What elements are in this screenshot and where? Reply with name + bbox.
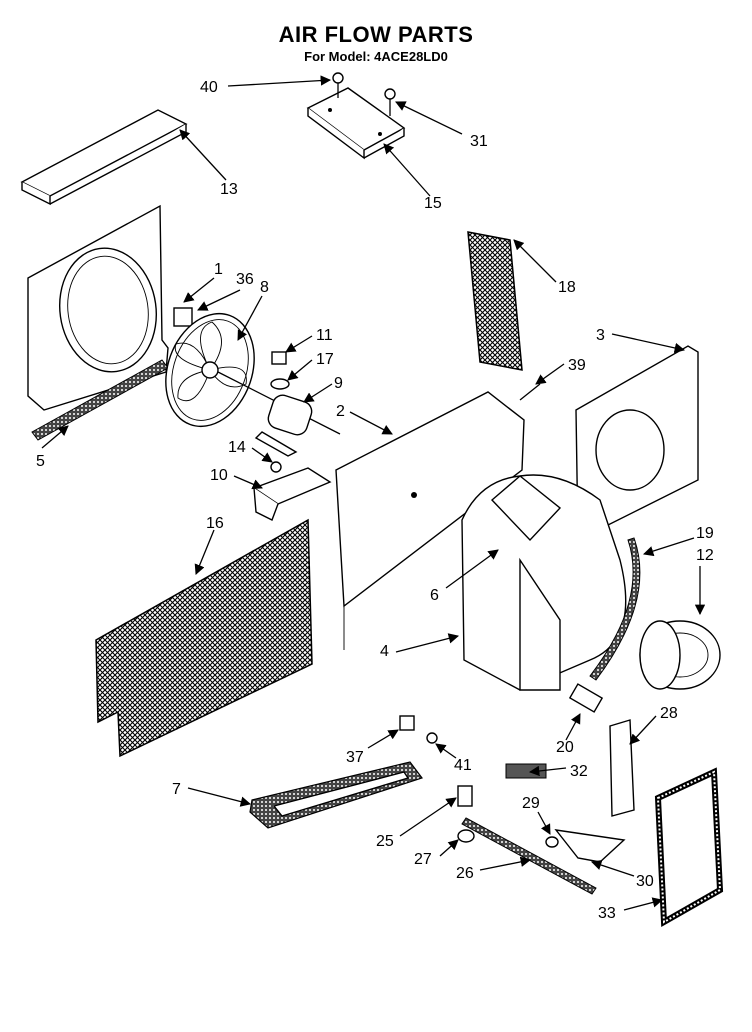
nut-part-11 — [271, 351, 287, 365]
air-filter-part-16 — [95, 518, 313, 758]
switch-part-1 — [173, 307, 193, 327]
callout-9: 9 — [334, 375, 343, 392]
callout-8: 8 — [260, 279, 269, 296]
callout-28: 28 — [660, 705, 678, 722]
callout-7: 7 — [172, 781, 181, 798]
callout-11: 11 — [316, 327, 333, 344]
callout-31: 31 — [470, 133, 488, 150]
callout-39: 39 — [568, 357, 586, 374]
callout-13: 13 — [220, 181, 238, 198]
callout-6: 6 — [430, 587, 439, 604]
callout-36: 36 — [236, 271, 254, 288]
blower-wheel-part-12 — [639, 620, 721, 690]
seal-part-19 — [589, 537, 641, 681]
callout-10: 10 — [210, 467, 228, 484]
callout-33: 33 — [598, 905, 616, 922]
callout-12: 12 — [696, 547, 714, 564]
motor-mount-part-10 — [252, 467, 332, 521]
screw-part-40 — [332, 72, 344, 98]
blower-scroll-part-4 — [461, 474, 627, 691]
callout-30: 30 — [636, 873, 654, 890]
callout-14: 14 — [228, 439, 246, 456]
callout-2: 2 — [336, 403, 345, 420]
callout-20: 20 — [556, 739, 574, 756]
callout-1: 1 — [214, 261, 223, 278]
bracket-part-28 — [609, 719, 635, 817]
nut-part-29 — [545, 836, 559, 848]
block-part-20 — [568, 683, 604, 713]
rear-panel-part-3 — [575, 345, 699, 542]
top-rail-part-13 — [20, 109, 188, 206]
nut-part-14 — [270, 461, 282, 473]
bracket-part-25 — [457, 785, 473, 807]
callout-32: 32 — [570, 763, 588, 780]
fan-blade-part-8 — [165, 312, 255, 428]
model-subtitle: For Model: 4ACE28LD0 — [304, 49, 448, 64]
bracket-part-30 — [554, 829, 626, 863]
callout-15: 15 — [424, 195, 442, 212]
screw-part-31 — [384, 88, 396, 116]
washer-part-17 — [270, 378, 290, 390]
callout-5: 5 — [36, 453, 45, 470]
callout-labels: 40 31 15 13 18 1 36 8 11 17 9 3 39 2 5 1… — [36, 79, 714, 922]
callout-37: 37 — [346, 749, 364, 766]
callout-40: 40 — [200, 79, 218, 96]
callout-27: 27 — [414, 851, 432, 868]
callout-26: 26 — [456, 865, 474, 882]
front-panel-part-36 — [27, 204, 169, 411]
callout-19: 19 — [696, 525, 714, 542]
callout-18: 18 — [558, 279, 576, 296]
callout-4: 4 — [380, 643, 389, 660]
diagram-title: AIR FLOW PARTS — [278, 22, 474, 47]
filter-part-18 — [467, 231, 523, 371]
callout-17: 17 — [316, 351, 334, 368]
screw-part-41 — [426, 732, 438, 744]
motor-part-9 — [217, 371, 341, 457]
callout-25: 25 — [376, 833, 394, 850]
rail-part-26 — [461, 817, 597, 895]
leader-lines — [41, 75, 706, 911]
gasket-part-33 — [654, 767, 724, 928]
callout-41: 41 — [454, 757, 472, 774]
callout-16: 16 — [206, 515, 224, 532]
top-bracket-part-15 — [306, 87, 406, 160]
callout-3: 3 — [596, 327, 605, 344]
callout-29: 29 — [522, 795, 540, 812]
clip-part-37 — [399, 715, 415, 731]
grommet-part-27 — [457, 829, 475, 843]
screw-part-39 — [519, 383, 541, 401]
housing-part-2 — [335, 391, 525, 650]
